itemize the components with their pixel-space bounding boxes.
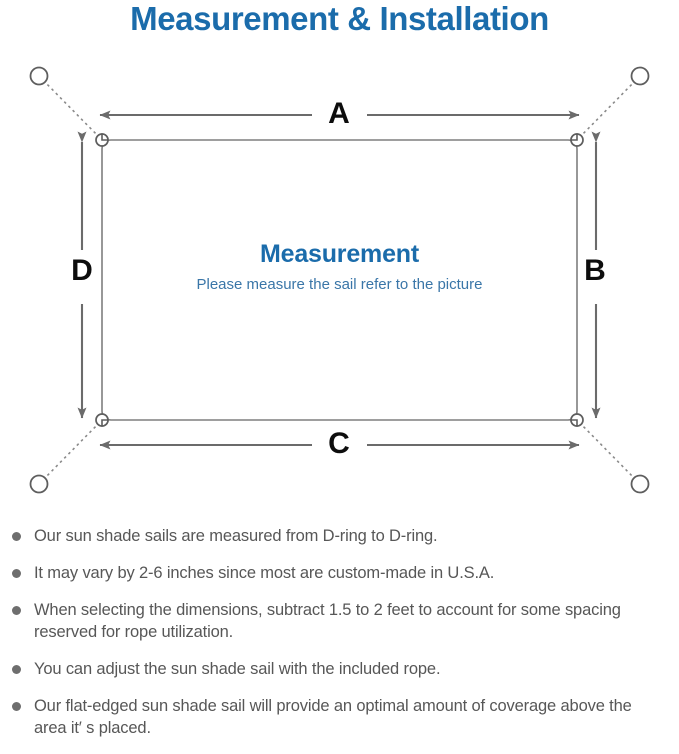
anchor-point-bottom-right (630, 474, 650, 494)
list-item: You can adjust the sun shade sail with t… (0, 658, 679, 680)
page-title: Measurement & Installation (130, 0, 549, 37)
anchor-point-top-left (29, 66, 49, 86)
dimension-label-c: C (328, 427, 350, 460)
dimension-label-a: A (328, 97, 350, 130)
d-ring-tab-bottom-right (570, 419, 578, 427)
bullet-icon (12, 569, 21, 578)
list-item: Our flat-edged sun shade sail will provi… (0, 695, 679, 739)
d-ring-tab-bottom-left (101, 419, 109, 427)
rope-line-bottom-left (38, 419, 103, 485)
dimension-label-b: B (584, 254, 606, 287)
dimension-label-d: D (71, 254, 93, 287)
rope-line-bottom-right (576, 419, 641, 485)
d-ring-tabs (101, 133, 578, 427)
measurement-diagram: Measurement Please measure the sail refe… (0, 48, 679, 518)
bullet-icon (12, 532, 21, 541)
list-item: Our sun shade sails are measured from D-… (0, 525, 679, 547)
list-item-text: Our flat-edged sun shade sail will provi… (34, 697, 632, 737)
notes-list: Our sun shade sails are measured from D-… (0, 525, 679, 754)
bullet-icon (12, 665, 21, 674)
list-item: It may vary by 2-6 inches since most are… (0, 562, 679, 584)
rope-line-top-right (576, 75, 641, 141)
rope-line-top-left (38, 75, 103, 141)
d-ring-tab-top-right (570, 133, 578, 141)
list-item-text: It may vary by 2-6 inches since most are… (34, 564, 495, 582)
list-item-text: When selecting the dimensions, subtract … (34, 601, 621, 641)
anchor-point-top-right (630, 66, 650, 86)
anchor-point-bottom-left (29, 474, 49, 494)
anchor-points (29, 66, 650, 494)
bullet-icon (12, 702, 21, 711)
dimension-arrows (77, 110, 601, 450)
diagram-svg (29, 66, 650, 494)
sail-rectangle (101, 139, 578, 421)
list-item-text: You can adjust the sun shade sail with t… (34, 660, 441, 678)
bullet-icon (12, 606, 21, 615)
d-ring-tab-top-left (101, 133, 109, 141)
list-item: When selecting the dimensions, subtract … (0, 599, 679, 643)
list-item-text: Our sun shade sails are measured from D-… (34, 527, 438, 545)
